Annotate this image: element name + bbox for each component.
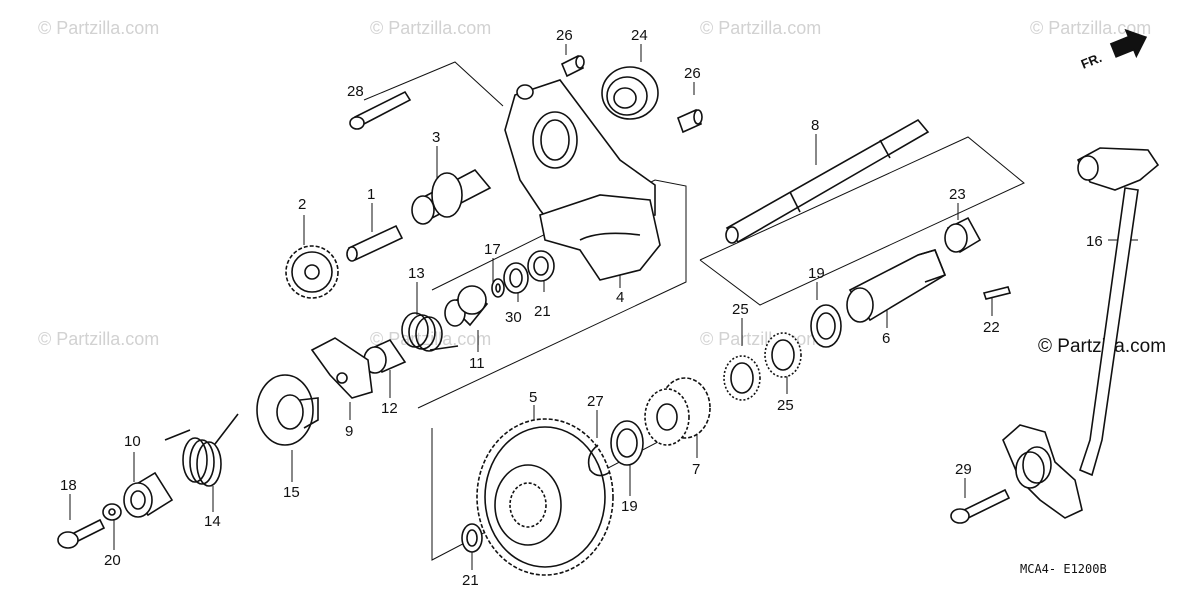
- bolt-icon: [950, 488, 1011, 524]
- callout-25: 25: [732, 301, 749, 318]
- callout-29: 29: [955, 461, 972, 478]
- callout-26: 26: [556, 27, 573, 44]
- gear-icon: [285, 245, 339, 299]
- callout-labels: 1 2 3 4 5 6 7 8 9 10 11 12 13 14 15 16 1…: [60, 27, 1103, 589]
- needle-bearing-icon: [723, 355, 761, 401]
- spindle-icon: [846, 249, 947, 323]
- kick-shaft-icon: [725, 118, 930, 244]
- idle-gear-icon: [644, 377, 711, 446]
- washer-icon: [527, 250, 555, 282]
- washer-icon: [102, 503, 122, 521]
- cover-icon: [539, 194, 661, 281]
- shaft-pin-icon: [346, 224, 404, 262]
- washer-icon: [461, 523, 483, 553]
- pin-icon: [982, 286, 1012, 300]
- callout-21b: 21: [462, 572, 479, 589]
- callout-13: 13: [408, 265, 425, 282]
- callout-10: 10: [124, 433, 141, 450]
- callout-7: 7: [692, 461, 700, 478]
- callout-3: 3: [432, 129, 440, 146]
- needle-bearing-icon: [503, 262, 529, 294]
- callout-26b: 26: [684, 65, 701, 82]
- callout-24: 24: [631, 27, 648, 44]
- washer-icon: [491, 278, 505, 298]
- callout-23: 23: [949, 186, 966, 203]
- callout-19b: 19: [621, 498, 638, 515]
- watermark: © Partzilla.com: [370, 18, 491, 38]
- front-label: FR.: [1079, 50, 1104, 72]
- callout-15: 15: [283, 484, 300, 501]
- callout-25b: 25: [777, 397, 794, 414]
- washer-icon: [810, 304, 842, 348]
- starter-gear-icon: [476, 418, 614, 576]
- callout-21: 21: [534, 303, 551, 320]
- callout-20: 20: [104, 552, 121, 569]
- needle-bearing-icon: [764, 332, 802, 378]
- spring-icon: [1002, 424, 1083, 519]
- callout-14: 14: [204, 513, 221, 530]
- collar-icon: [444, 285, 489, 327]
- callout-9: 9: [345, 423, 353, 440]
- callout-27: 27: [587, 393, 604, 410]
- watermark-layer: © Partzilla.com © Partzilla.com © Partzi…: [38, 18, 1166, 357]
- watermark: © Partzilla.com: [370, 329, 491, 349]
- watermark: © Partzilla.com: [38, 329, 159, 349]
- watermark-dark: © Partzilla.com: [1038, 336, 1166, 357]
- coil-spring-icon: [164, 413, 239, 487]
- callout-18: 18: [60, 477, 77, 494]
- callout-1: 1: [367, 186, 375, 203]
- callout-16: 16: [1086, 233, 1103, 250]
- bearing-icon: [601, 66, 659, 120]
- watermark: © Partzilla.com: [38, 18, 159, 38]
- watermark: © Partzilla.com: [700, 18, 821, 38]
- circlip-icon: [587, 444, 611, 477]
- callout-4: 4: [616, 289, 624, 306]
- stopper-plate-icon: [310, 337, 373, 399]
- callout-19: 19: [808, 265, 825, 282]
- callout-11: 11: [469, 355, 485, 372]
- spring-icon: [401, 312, 459, 352]
- kick-arm-icon: [1076, 147, 1160, 477]
- leader-lines: [69, 44, 1138, 570]
- callout-5: 5: [529, 389, 537, 406]
- watermark: © Partzilla.com: [1030, 18, 1151, 38]
- callout-28: 28: [347, 83, 364, 100]
- pinion-gear-icon: [411, 168, 492, 225]
- callout-6: 6: [882, 330, 890, 347]
- bushing-icon: [944, 216, 982, 254]
- watermark: © Partzilla.com: [700, 329, 821, 349]
- callout-2: 2: [298, 196, 306, 213]
- front-arrow-icon: FR.: [1079, 28, 1148, 72]
- diagram-code: MCA4- E1200B: [1020, 562, 1107, 576]
- bolt-icon: [57, 518, 106, 549]
- bolt-icon: [349, 90, 412, 130]
- callout-17: 17: [484, 241, 501, 258]
- collar-icon: [123, 471, 174, 518]
- ratchet-icon: [256, 374, 319, 446]
- dowel-pin-icon: [560, 54, 585, 78]
- washer-icon: [610, 420, 644, 466]
- callout-12: 12: [381, 400, 398, 417]
- dowel-pin-icon: [676, 108, 703, 134]
- callout-30: 30: [505, 309, 522, 326]
- callout-22: 22: [983, 319, 1000, 336]
- callout-8: 8: [811, 117, 819, 134]
- parts-drawings: [57, 54, 1160, 576]
